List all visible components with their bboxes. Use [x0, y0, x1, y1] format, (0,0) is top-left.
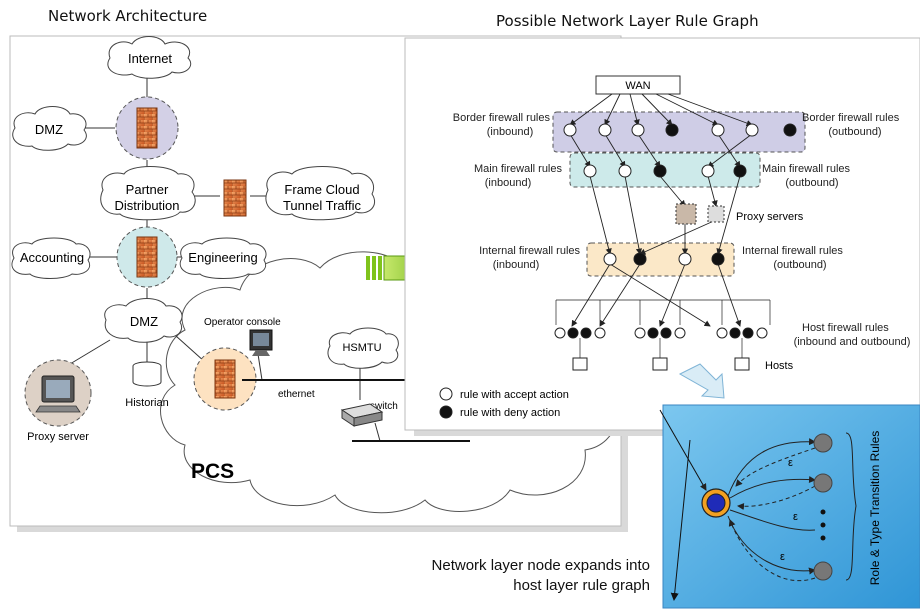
epsilon-label-3: ε: [780, 551, 785, 563]
legend: rule with accept action rule with deny a…: [439, 387, 569, 419]
internal-in-label-1: Internal firewall rules: [479, 245, 580, 257]
proxy-server-node: Proxy server: [24, 359, 92, 443]
partner-label-1: Partner: [126, 182, 169, 197]
hsmtu-cloud: HSMTU: [327, 327, 399, 369]
right-panel: [404, 37, 920, 436]
host-rule-nodes: Hosts: [554, 299, 794, 372]
internal-firewall: [116, 226, 178, 288]
hosts-label: Hosts: [765, 360, 794, 372]
proxy-server-label: Proxy server: [27, 431, 89, 443]
proxy-servers-label: Proxy servers: [736, 211, 804, 223]
frame-cloud: Frame Cloud Tunnel Traffic: [265, 166, 376, 221]
engineering-cloud: Engineering: [179, 237, 267, 279]
dmz-top-label: DMZ: [35, 122, 63, 137]
proxy-servers-nodes: Proxy servers: [675, 203, 804, 225]
pcs-firewall: [193, 347, 257, 411]
frame-firewall: [223, 179, 247, 217]
caption-line-1: Network layer node expands into: [431, 557, 650, 574]
internet-label: Internet: [128, 51, 172, 66]
internal-in-label-2: (inbound): [493, 259, 539, 271]
rule-graph-edges: [569, 93, 753, 327]
switch-node: switch: [340, 401, 398, 427]
epsilon-label-1: ε: [788, 457, 793, 469]
wan-label: WAN: [625, 80, 650, 92]
hsmtu-label: HSMTU: [342, 342, 381, 354]
internal-out-label-1: Internal firewall rules: [742, 245, 843, 257]
rule-graph-labels: Border firewall rules (inbound) Border f…: [453, 112, 911, 348]
engineering-label: Engineering: [188, 250, 257, 265]
border-in-label-1: Border firewall rules: [453, 112, 551, 124]
internal-nodes: [603, 252, 725, 266]
dmz-bottom-cloud: DMZ: [104, 298, 183, 343]
border-out-label-2: (outbound): [828, 126, 881, 138]
operator-console: Operator console: [204, 317, 281, 356]
border-nodes: [563, 123, 797, 137]
main-out-label-1: Main firewall rules: [762, 163, 851, 175]
main-in-label-1: Main firewall rules: [474, 163, 563, 175]
historian-node: Historian: [125, 361, 169, 409]
caption-line-2: host layer rule graph: [513, 577, 650, 594]
switch-label: switch: [370, 401, 398, 412]
dmz-bottom-label: DMZ: [130, 314, 158, 329]
border-firewall: [115, 96, 179, 160]
expansion-line: [670, 439, 691, 601]
host-layer-panel: ε ε ε Role & Type Transition Rules: [662, 404, 920, 609]
transition-rules-label: Role & Type Transition Rules: [868, 431, 882, 586]
epsilon-label-2: ε: [793, 511, 798, 523]
host-rules-label-1: Host firewall rules: [802, 322, 889, 334]
wan-node: WAN: [595, 75, 681, 95]
dmz-top-cloud: DMZ: [12, 106, 87, 151]
legend-deny-label: rule with deny action: [460, 407, 560, 419]
border-rules-band: [552, 111, 806, 153]
right-panel-title: Possible Network Layer Rule Graph: [496, 12, 759, 30]
frame-cloud-label-1: Frame Cloud: [284, 182, 359, 197]
incoming-line: [659, 409, 707, 491]
main-out-label-2: (outbound): [785, 177, 838, 189]
accounting-label: Accounting: [20, 250, 84, 265]
ethernet-label: ethernet: [278, 389, 315, 400]
border-out-label-1: Border firewall rules: [802, 112, 900, 124]
partner-distribution-cloud: Partner Distribution: [100, 166, 196, 221]
internal-out-label-2: (outbound): [773, 259, 826, 271]
left-panel-title: Network Architecture: [48, 7, 208, 25]
host-graph-edges: [727, 438, 816, 582]
host-rules-label-2: (inbound and outbound): [794, 336, 911, 348]
frame-cloud-label-2: Tunnel Traffic: [283, 198, 362, 213]
accounting-cloud: Accounting: [11, 237, 91, 279]
internet-cloud: Internet: [107, 36, 192, 79]
operator-console-label: Operator console: [204, 317, 281, 328]
internal-rules-band: [586, 242, 735, 277]
border-in-label-2: (inbound): [487, 126, 533, 138]
legend-accept-label: rule with accept action: [460, 389, 569, 401]
main-in-label-2: (inbound): [485, 177, 531, 189]
caption: Network layer node expands into host lay…: [330, 556, 650, 596]
expand-down-arrow: [678, 363, 725, 399]
historian-label: Historian: [125, 397, 168, 409]
main-nodes: [583, 164, 747, 178]
pcs-label: PCS: [191, 460, 234, 483]
partner-label-2: Distribution: [114, 198, 179, 213]
